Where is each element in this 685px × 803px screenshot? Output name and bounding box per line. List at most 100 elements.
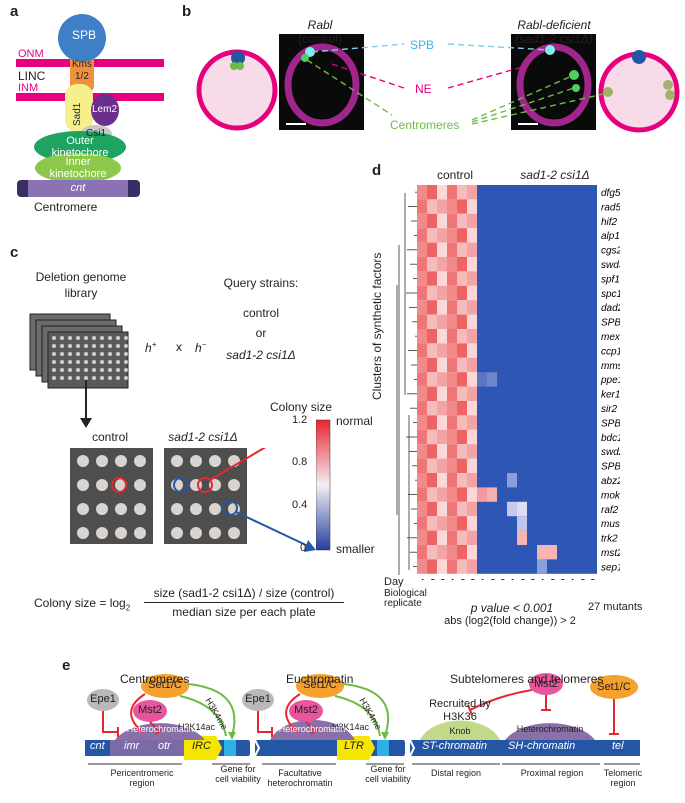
heatmap-cell (437, 329, 447, 344)
bio-rep-label: Biological (384, 588, 427, 599)
sh-chromatin-label: SH-chromatin (508, 740, 576, 752)
gene-label: swd3 (601, 260, 620, 271)
heatmap-cell (467, 372, 477, 387)
heatmap-cell (427, 343, 437, 358)
query-mutant: sad1-2 csi1Δ (226, 348, 296, 362)
heatmap-cell (467, 473, 477, 488)
gene-label: ccp1 (601, 346, 620, 357)
heatmap-cell (467, 429, 477, 445)
heatmap-cell (417, 372, 427, 387)
irc-label: IRC (192, 740, 211, 752)
heatmap-cell (467, 458, 477, 473)
e-header-centromeres: Centromeres (120, 672, 190, 686)
heatmap-cell (447, 357, 457, 373)
heatmap-cell (417, 357, 427, 373)
heatmap-cell (467, 357, 477, 373)
heatmap-cell (417, 487, 427, 502)
heatmap-cell (447, 199, 457, 214)
heatmap-cell (457, 386, 467, 401)
panel-b-diagram (196, 34, 680, 133)
heatmap-cell (427, 213, 437, 229)
day-tick: 3 (590, 578, 596, 580)
gene-label: cgs2 (601, 246, 620, 257)
heatmap-cell (437, 372, 447, 387)
day-tick: 1 (510, 578, 516, 580)
lem2-protein (91, 94, 119, 126)
heatmap-cell (437, 300, 447, 315)
spb-dot-control (231, 51, 245, 65)
spb-circle (58, 14, 106, 62)
heatmap-cell (457, 545, 467, 560)
heatmap-cell (457, 300, 467, 315)
heatmap-cell (417, 401, 427, 416)
library-label-2: library (64, 286, 98, 300)
heatmap-cell (427, 242, 437, 257)
day-tick: 1 (450, 578, 456, 580)
e-header-subtelomeres: Subtelomeres and telomeres (450, 672, 604, 686)
heatmap-cell (447, 516, 457, 531)
heatmap-cell (457, 357, 467, 373)
colony-colorbar (316, 419, 331, 551)
st-chromatin-label: ST-chromatin (422, 740, 488, 752)
heatmap-cell (467, 329, 477, 344)
heatmap-cell (437, 285, 447, 301)
inner-kinetochore-label-2: kinetochore (49, 168, 107, 180)
sad1-label: Sad1 (72, 102, 83, 126)
facultative-label-2: heterochromatin (267, 778, 333, 788)
heatmap-ylabel: Clusters of synthetic factors (370, 252, 384, 400)
heterochromatin-label-3: Heterochromatin (516, 724, 584, 734)
heatmap-cell (427, 559, 437, 574)
heatmap-cell (417, 530, 427, 545)
panel-label-c: c (10, 244, 19, 261)
heatmap-cell (467, 516, 477, 531)
gene-label: rad50 (601, 202, 620, 213)
gene-label: abz2 (601, 476, 620, 487)
heatmap-cell (427, 415, 437, 430)
gene-label: SPBC16G5.17 (601, 318, 620, 329)
h-plus: h+ (145, 340, 157, 355)
heatmap-cell (467, 530, 477, 545)
heatmap-cell (467, 444, 477, 459)
gene-label: mex67 (601, 332, 620, 343)
lem2-label: Lem2 (92, 104, 118, 115)
heatmap-cell (467, 213, 477, 229)
mst2-label-3: Mst2 (534, 678, 558, 690)
heatmap-cell (447, 185, 457, 200)
gene-label: spc19 (601, 289, 620, 300)
gene-label: bdc1 (601, 433, 620, 444)
query-control: control (242, 306, 280, 320)
heatmap-cell (447, 458, 457, 473)
telomeric-label-2: region (610, 778, 636, 788)
heatmap-cell (457, 257, 467, 272)
spb-dot-mutant (632, 50, 646, 64)
heatmap-cell (457, 285, 467, 301)
facultative-label: Facultative (278, 768, 322, 778)
heatmap-cell (457, 473, 467, 488)
heatmap-cell (467, 559, 477, 574)
heatmap-cell (457, 516, 467, 531)
panel-a-diagram (16, 14, 164, 197)
heatmap-cell (417, 458, 427, 473)
gene-label: trk2 (601, 534, 618, 545)
knob-label: Knob (449, 726, 471, 736)
heterochromatin-label-1: Heterochromatin (126, 724, 194, 734)
heatmap-cell (437, 314, 447, 329)
heatmap-cell (457, 213, 467, 229)
heatmap-cell (417, 501, 427, 517)
heatmap-cell (437, 487, 447, 502)
heatmap-cell (427, 285, 437, 301)
mst2-label-1: Mst2 (138, 704, 162, 716)
heatmap-cell (467, 285, 477, 301)
panel-label-a: a (10, 3, 19, 20)
fc-label: abs (log2(fold change)) > 2 (444, 615, 576, 627)
heatmap-cell (447, 429, 457, 445)
gene-label: mus7 (601, 519, 620, 530)
heatmap-cell (457, 199, 467, 214)
colorbar-tick-2: 0.8 (292, 456, 308, 468)
rabl-deficient-title: Rabl-deficient (517, 18, 591, 32)
onm-label: ONM (18, 48, 44, 60)
gene-label: dad2 (601, 303, 620, 314)
set1c-label-2: Set1/C (303, 679, 337, 691)
day-tick: 2 (430, 578, 436, 580)
heatmap-cell (467, 343, 477, 358)
